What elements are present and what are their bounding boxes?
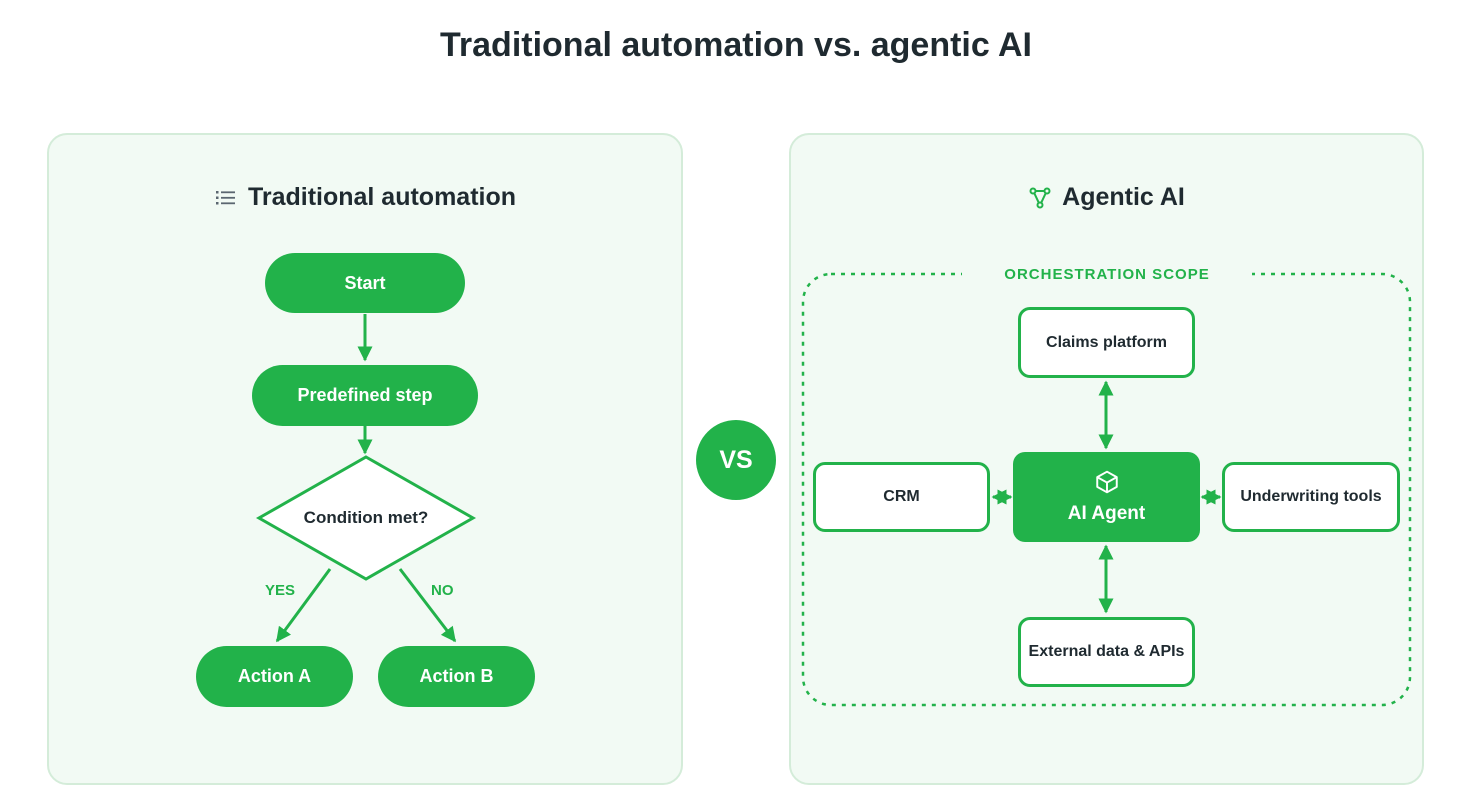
- ai-agent-node: AI Agent: [1013, 452, 1200, 542]
- list-icon: [214, 186, 238, 210]
- orchestration-scope-boundary: [801, 272, 1412, 707]
- external-data-node: External data & APIs: [1018, 617, 1195, 687]
- underwriting-tools-node: Underwriting tools: [1222, 462, 1400, 532]
- arrow-no-branch: [398, 568, 457, 643]
- condition-label: Condition met?: [303, 508, 429, 527]
- crm-node: CRM: [813, 462, 990, 532]
- agentic-ai-heading: Agentic AI: [791, 183, 1422, 212]
- claims-platform-node: Claims platform: [1018, 307, 1195, 378]
- traditional-automation-heading: Traditional automation: [49, 183, 681, 212]
- predefined-step-node: Predefined step: [252, 365, 478, 426]
- traditional-automation-title: Traditional automation: [247, 183, 517, 211]
- no-label: NO: [431, 582, 454, 599]
- action-a-node: Action A: [196, 646, 353, 707]
- ai-agent-label: AI Agent: [1067, 503, 1146, 524]
- arrow-yes-branch: [275, 568, 332, 643]
- page-title: Traditional automation vs. agentic AI: [440, 26, 1032, 64]
- agentic-ai-title: Agentic AI: [1062, 183, 1185, 211]
- cube-icon: [1094, 469, 1120, 495]
- network-icon: [1028, 186, 1052, 210]
- condition-diamond: [255, 455, 477, 581]
- yes-label: YES: [265, 582, 296, 599]
- orchestration-scope-label: ORCHESTRATION SCOPE: [962, 266, 1252, 283]
- vs-badge: VS: [696, 420, 776, 500]
- action-b-node: Action B: [378, 646, 535, 707]
- start-node: Start: [265, 253, 465, 313]
